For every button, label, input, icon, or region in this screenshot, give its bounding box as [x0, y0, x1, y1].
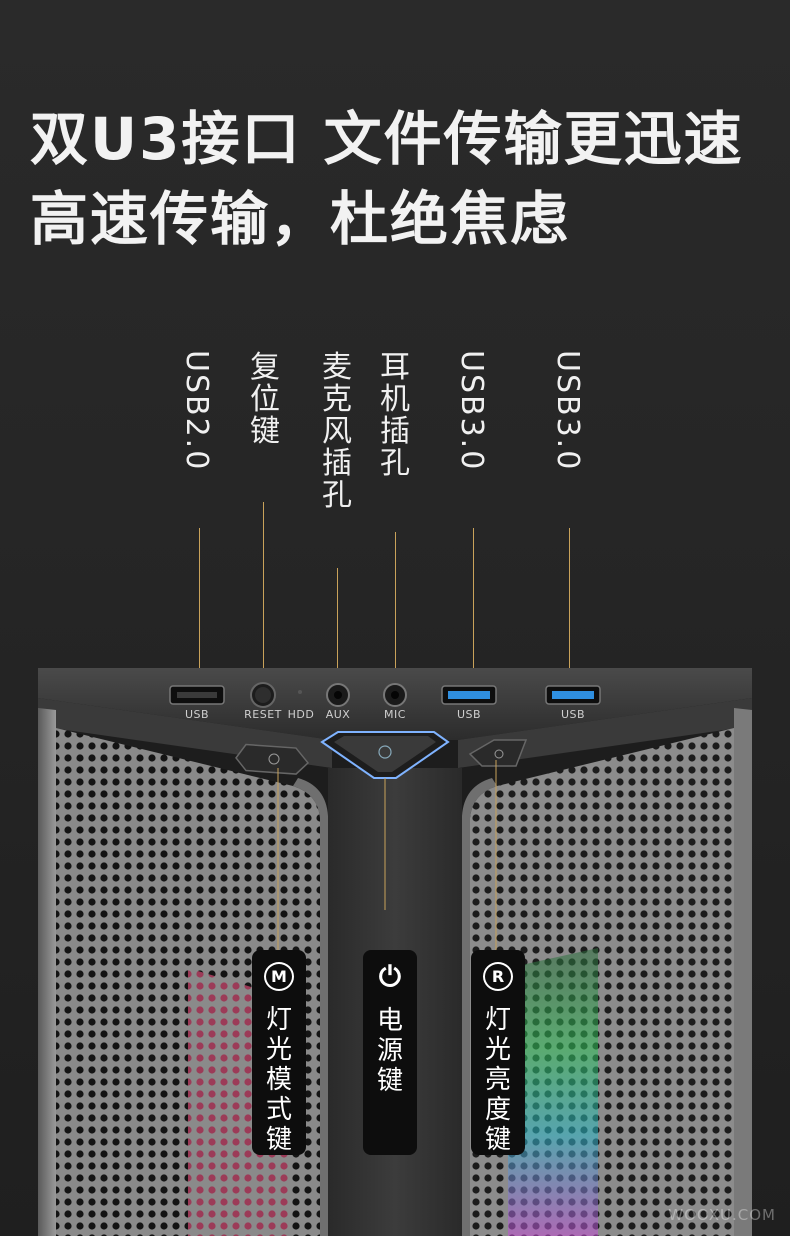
leader-usb2 [199, 528, 200, 688]
leader-mic [395, 532, 396, 688]
leader-reset [263, 502, 264, 688]
label-usb2: USB2.0 [179, 350, 214, 472]
port-label-hdd: HDD [287, 708, 315, 721]
brightness-r-icon: R [483, 962, 513, 991]
port-label-mic: MIC [384, 708, 406, 721]
label-aux: 麦克风插孔 [322, 350, 352, 513]
leader-usb3-b [569, 528, 570, 688]
port-label-usb3-a: USB [456, 708, 482, 721]
port-label-reset: RESET [244, 708, 282, 721]
leader-usb3-a [473, 528, 474, 688]
label-reset: 复位键 [250, 350, 280, 449]
leader-aux [337, 568, 338, 688]
callout-brightness-text: 灯光亮度键 [484, 1005, 511, 1155]
mode-m-icon: M [264, 962, 294, 991]
label-usb3-a: USB3.0 [454, 350, 489, 472]
callout-power-text: 电源键 [376, 1006, 403, 1096]
callout-light-mode-text: 灯光模式键 [265, 1005, 292, 1155]
port-label-usb2: USB [184, 708, 210, 721]
label-mic: 耳机插孔 [380, 350, 410, 481]
callout-light-mode: M 灯光模式键 [252, 950, 306, 1155]
callout-power: ⏻ 电源键 [363, 950, 417, 1155]
headline-line-1: 双U3接口 文件传输更迅速 [30, 105, 744, 173]
watermark: WOOXU.COM [668, 1206, 776, 1224]
callout-brightness: R 灯光亮度键 [471, 950, 525, 1155]
port-label-usb3-b: USB [560, 708, 586, 721]
label-usb3-b: USB3.0 [550, 350, 585, 472]
port-label-aux: AUX [325, 708, 351, 721]
power-icon: ⏻ [378, 960, 402, 993]
headline-line-2: 高速传输，杜绝焦虑 [30, 185, 571, 253]
